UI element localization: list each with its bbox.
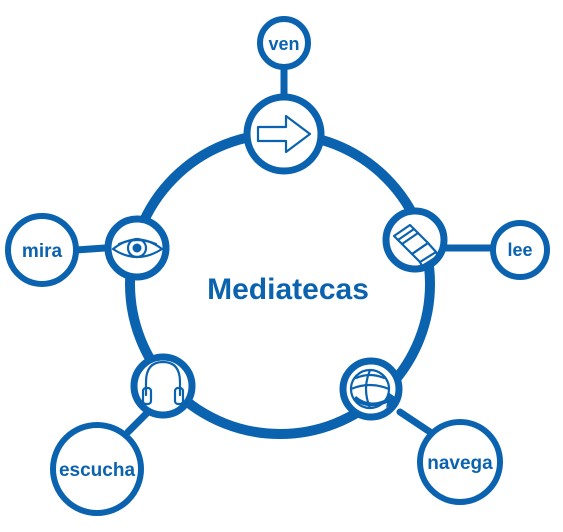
node-escucha[interactable]: escucha <box>50 422 144 516</box>
node-ven[interactable]: ven <box>257 16 311 70</box>
node-lee[interactable]: lee <box>490 220 550 280</box>
node-label-ven: ven <box>268 34 299 54</box>
eye-icon <box>111 237 164 259</box>
hub-mira[interactable] <box>104 215 170 281</box>
globe-arrow-icon <box>349 368 398 410</box>
connector-navega <box>396 408 434 436</box>
hub-lee[interactable] <box>382 207 448 273</box>
hub-escucha[interactable] <box>130 353 196 419</box>
node-label-lee: lee <box>507 240 532 260</box>
open-book-icon <box>392 223 440 268</box>
center-label: Mediatecas <box>207 273 369 306</box>
hub-navega[interactable] <box>339 357 403 421</box>
node-label-mira: mira <box>22 241 63 262</box>
headphones-icon <box>141 360 185 406</box>
node-label-escucha: escucha <box>59 460 135 481</box>
arrow-right-icon <box>256 114 312 154</box>
connector-mira <box>72 244 109 254</box>
node-label-navega: navega <box>427 453 493 474</box>
hub-ven[interactable] <box>243 93 325 175</box>
node-navega[interactable]: navega <box>417 419 503 505</box>
node-mira[interactable]: mira <box>5 213 79 287</box>
